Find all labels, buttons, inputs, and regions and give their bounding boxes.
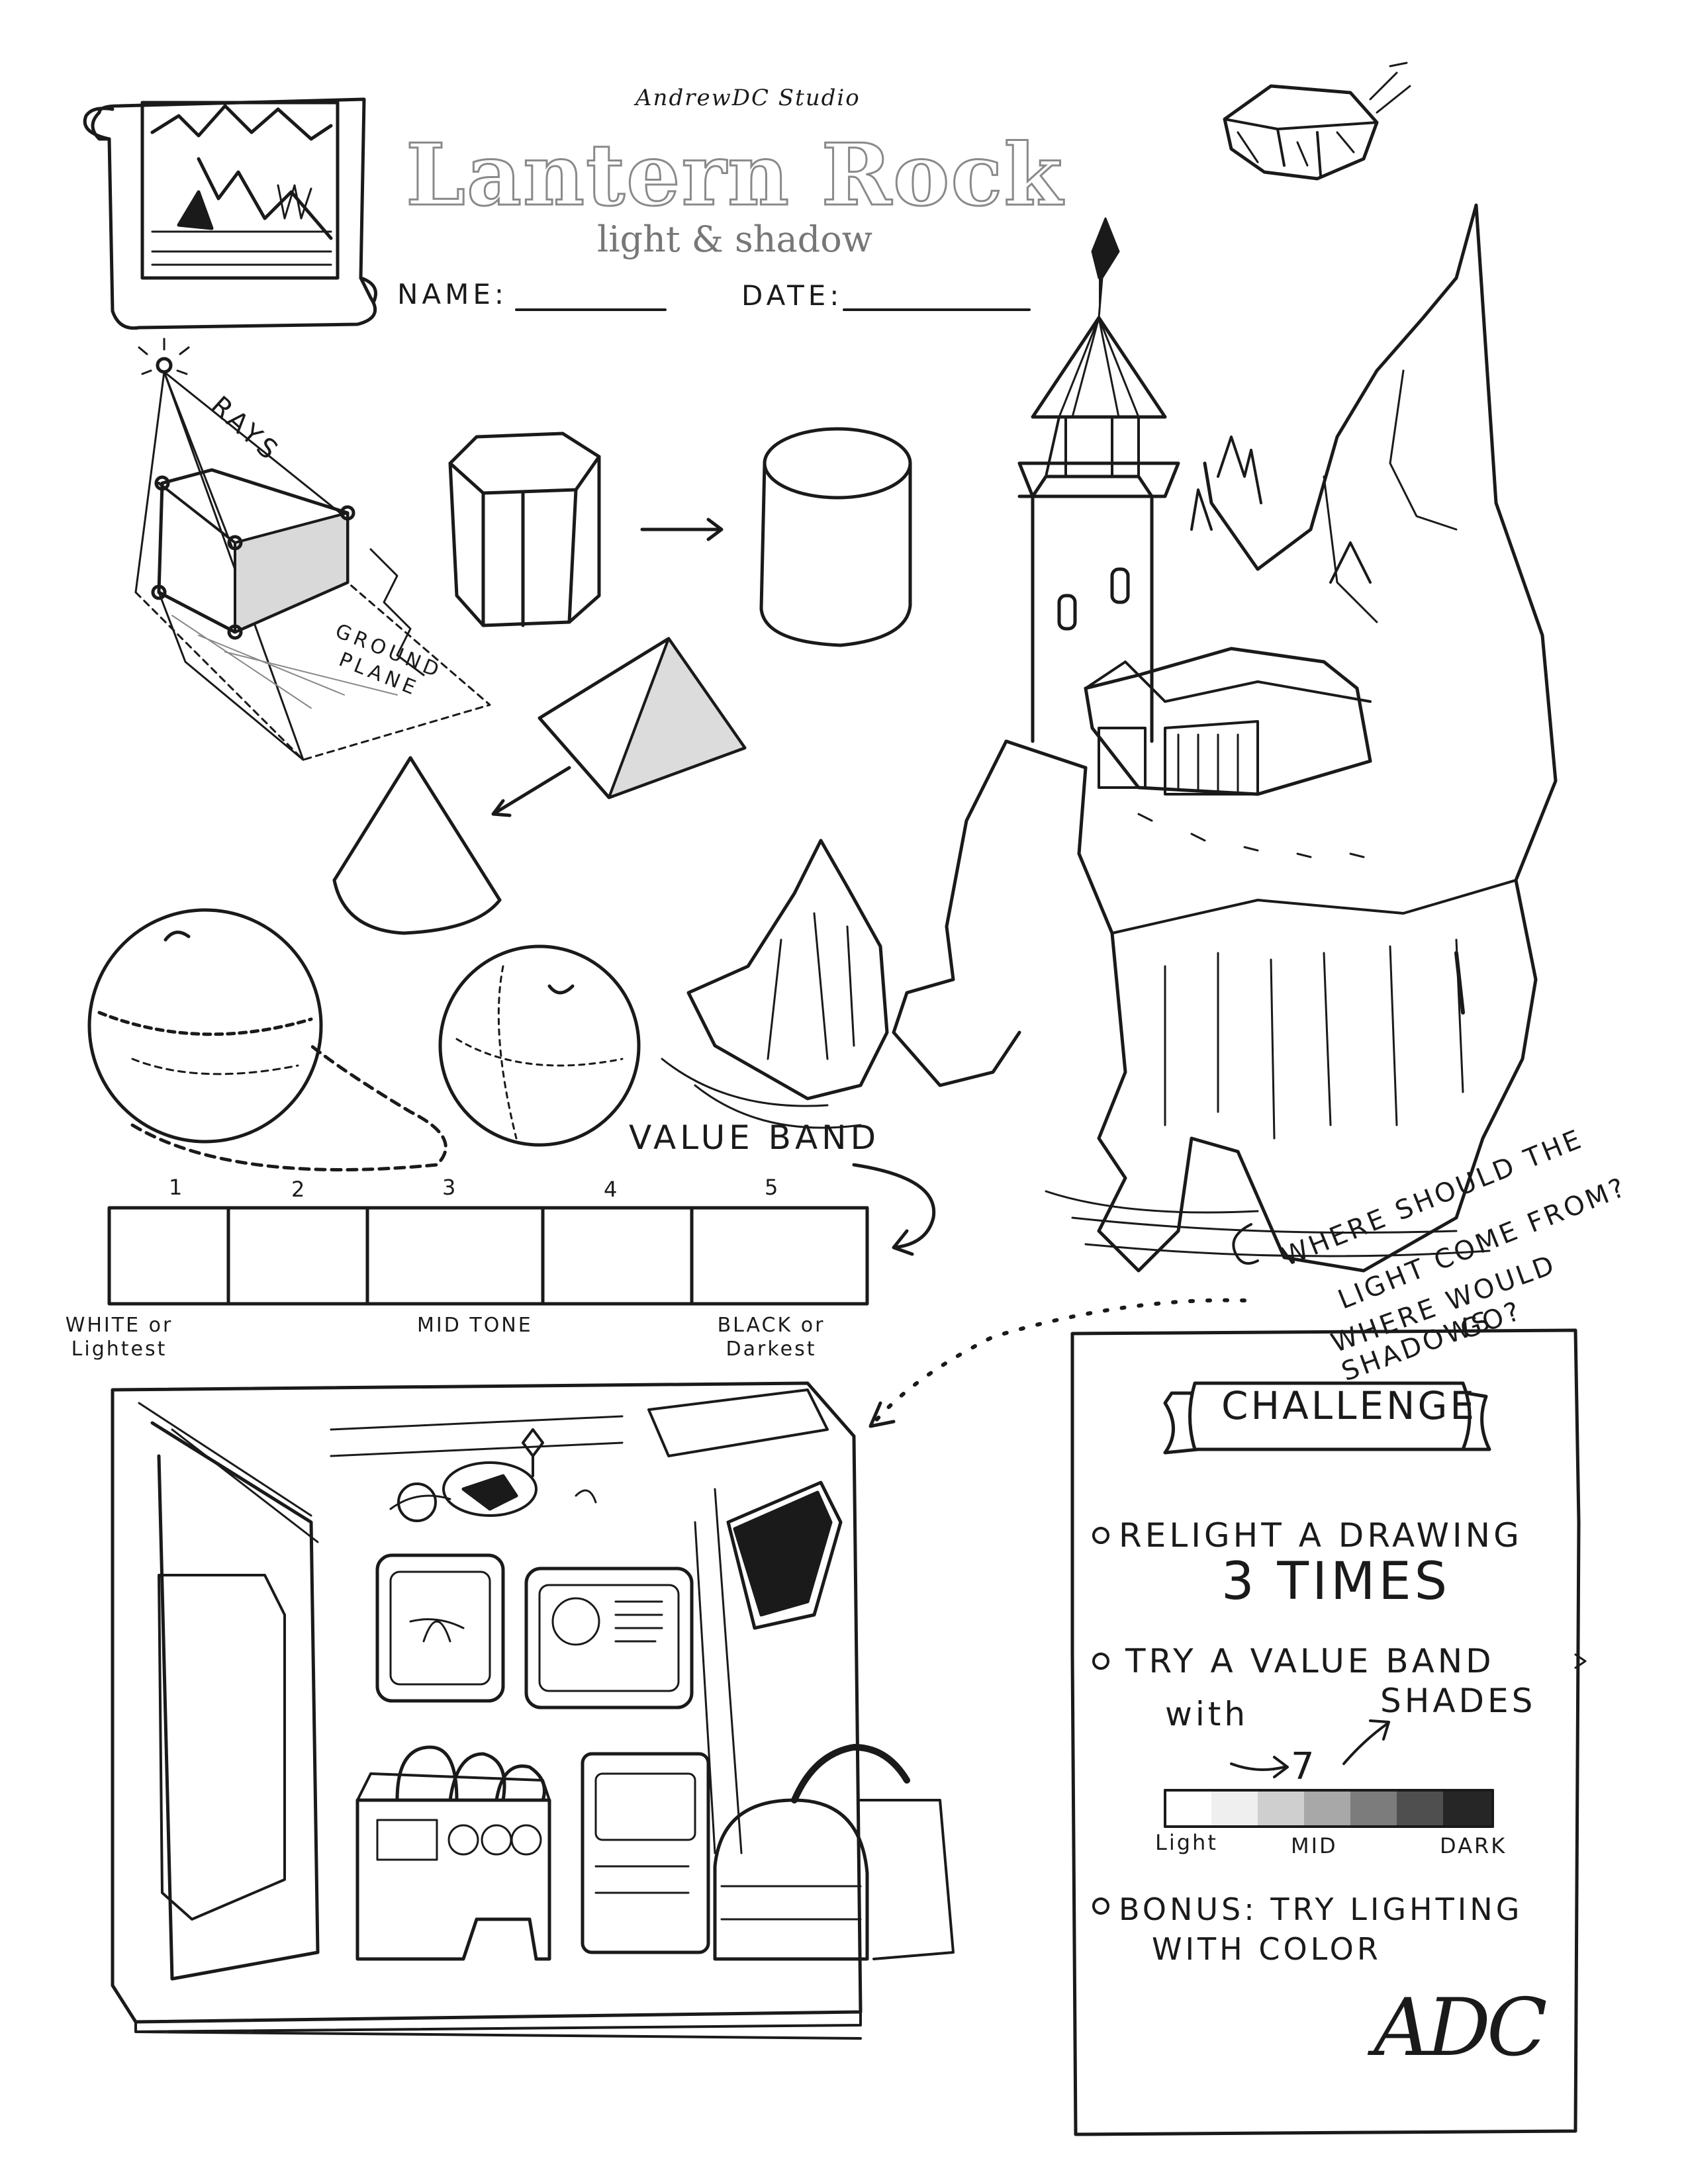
challenge-shade-count: 7 bbox=[1291, 1745, 1318, 1788]
challenge-panel-border bbox=[1070, 1328, 1587, 2136]
cylinder-shape bbox=[759, 427, 912, 647]
signature: ADC bbox=[1374, 1982, 1548, 2074]
value-label-midtone: MID TONE bbox=[417, 1314, 533, 1337]
octagonal-prism-shape bbox=[448, 432, 601, 627]
cone-shape bbox=[332, 756, 502, 935]
value-band-number-2: 2 bbox=[291, 1177, 305, 1202]
date-label: DATE: bbox=[741, 279, 843, 312]
challenge-title: CHALLENGE bbox=[1221, 1383, 1477, 1428]
seven-shade-value-band bbox=[1164, 1789, 1494, 1828]
date-field[interactable] bbox=[844, 285, 1029, 314]
challenge-item-3: Bonus: Try lighting bbox=[1119, 1891, 1523, 1927]
spaceship-interior-illustration bbox=[111, 1381, 955, 2040]
challenge-item-3-color: with color bbox=[1152, 1931, 1382, 1967]
light-rays-cube-diagram bbox=[134, 338, 491, 761]
value-band-number-1: 1 bbox=[169, 1175, 183, 1200]
value-band-number-5: 5 bbox=[765, 1175, 778, 1200]
page-subtitle: light & shadow bbox=[597, 218, 872, 260]
value-label-lightest: WHITE or Lightest bbox=[65, 1314, 173, 1361]
shade-label-light: Light bbox=[1155, 1830, 1218, 1855]
value-band-boxes bbox=[107, 1206, 869, 1306]
scroll-map-illustration bbox=[83, 97, 377, 330]
challenge-item-1: Relight a drawing bbox=[1119, 1516, 1523, 1555]
challenge-banner bbox=[1163, 1381, 1491, 1455]
value-band-arrow bbox=[852, 1163, 936, 1256]
page-title: Lantern Rock bbox=[405, 125, 1064, 226]
pyramid-shape bbox=[538, 637, 747, 799]
sphere-shape bbox=[438, 944, 641, 1147]
value-band-number-4: 4 bbox=[604, 1177, 618, 1202]
floating-rock-illustration bbox=[1223, 62, 1411, 181]
value-band-title: VALUE BAND bbox=[629, 1118, 880, 1157]
lantern-rock-lighthouse-illustration bbox=[661, 203, 1558, 1273]
studio-logo-text: AndrewDC Studio bbox=[635, 85, 861, 111]
challenge-item-2: Try a value band bbox=[1125, 1642, 1495, 1680]
challenge-item-1-times: 3 times bbox=[1221, 1552, 1451, 1612]
shade-label-dark: DARK bbox=[1440, 1833, 1507, 1858]
value-band-number-3: 3 bbox=[442, 1175, 456, 1200]
value-label-darkest: BLACK or Darkest bbox=[717, 1314, 825, 1361]
challenge-item-2-shades: shades bbox=[1380, 1682, 1536, 1720]
name-field[interactable] bbox=[516, 285, 665, 314]
shade-label-mid: MID bbox=[1291, 1833, 1338, 1858]
name-label: NAME: bbox=[397, 278, 508, 310]
sphere-with-shadow bbox=[87, 908, 447, 1171]
challenge-item-2-with: with bbox=[1165, 1695, 1249, 1733]
